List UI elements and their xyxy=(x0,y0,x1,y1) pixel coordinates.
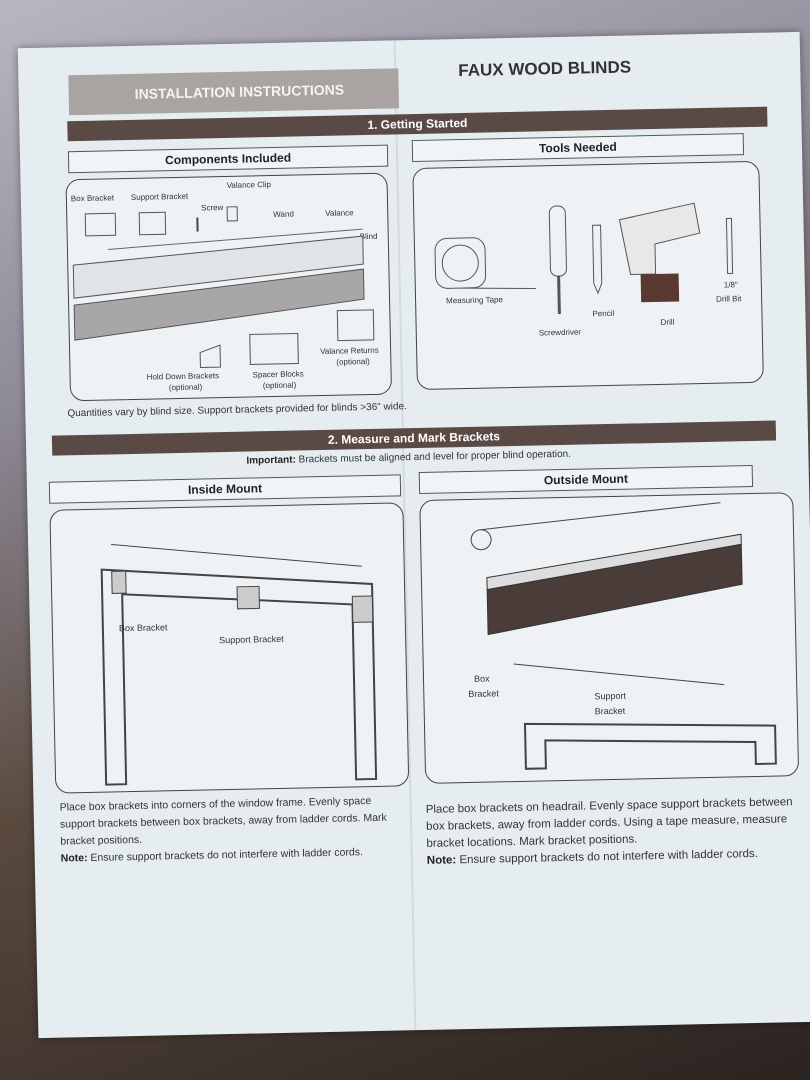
label-optional-3: (optional) xyxy=(336,356,370,367)
note-text: Ensure support brackets do not interfere… xyxy=(456,847,758,867)
label-support-bracket-outside: Bracket xyxy=(594,705,626,717)
label-box-bracket-inside: Box Bracket xyxy=(118,622,168,634)
important-label: Important: xyxy=(246,454,296,467)
label-drill: Drill xyxy=(660,317,675,327)
label-valance-returns: Valance Returns xyxy=(320,345,379,357)
product-title: FAUX WOOD BLINDS xyxy=(458,57,632,81)
important-text: Brackets must be aligned and level for p… xyxy=(295,448,572,466)
label-bit-size: 1/8" xyxy=(723,280,738,290)
inside-mount-heading: Inside Mount xyxy=(48,474,402,504)
instruction-sheet: INSTALLATION INSTRUCTIONS FAUX WOOD BLIN… xyxy=(17,31,810,1039)
label-hold-down-brackets: Hold Down Brackets xyxy=(146,371,220,382)
label-drill-bit: Drill Bit xyxy=(716,294,742,304)
label-box: Box xyxy=(473,673,490,684)
label-support-bracket-inside: Support Bracket xyxy=(219,633,284,646)
label-support: Support xyxy=(594,690,627,702)
inside-mount-instructions: Place box brackets into corners of the w… xyxy=(59,792,400,867)
outside-mount-instructions: Place box brackets on headrail. Evenly s… xyxy=(426,794,810,870)
outside-mount-panel: Box Bracket Support Bracket xyxy=(419,492,800,784)
components-panel: Box Bracket Support Bracket Screw Valanc… xyxy=(65,172,393,402)
outside-mount-illustration xyxy=(470,502,777,770)
quantities-note: Quantities vary by blind size. Support b… xyxy=(67,401,407,420)
components-heading: Components Included xyxy=(67,144,389,174)
section-2-title: 2. Measure and Mark Brackets xyxy=(51,420,777,456)
outside-mount-text: Place box brackets on headrail. Evenly s… xyxy=(425,796,793,850)
label-measuring-tape: Measuring Tape xyxy=(446,295,503,306)
label-pencil: Pencil xyxy=(592,308,615,319)
tools-heading: Tools Needed xyxy=(411,133,745,163)
note-label: Note: xyxy=(60,852,88,865)
outside-mount-heading: Outside Mount xyxy=(418,464,754,494)
note-label: Note: xyxy=(426,854,457,867)
note-text: Ensure support brackets do not interfere… xyxy=(87,846,364,865)
tools-illustration xyxy=(434,202,734,315)
label-box-bracket-outside: Bracket xyxy=(468,688,499,700)
label-screwdriver: Screwdriver xyxy=(538,327,582,338)
label-optional-2: (optional) xyxy=(262,380,297,391)
inside-mount-illustration xyxy=(100,543,378,786)
tools-panel: Measuring Tape Screwdriver Pencil Drill … xyxy=(412,160,764,391)
inside-mount-panel: Box Bracket Support Bracket xyxy=(49,502,410,794)
inside-mount-text: Place box brackets into corners of the w… xyxy=(59,795,387,848)
label-optional-1: (optional) xyxy=(168,382,203,393)
important-note: Important: Brackets must be aligned and … xyxy=(246,449,571,468)
components-illustration xyxy=(72,206,375,369)
installation-instructions-header: INSTALLATION INSTRUCTIONS xyxy=(68,68,400,116)
label-spacer-blocks: Spacer Blocks xyxy=(252,369,304,380)
